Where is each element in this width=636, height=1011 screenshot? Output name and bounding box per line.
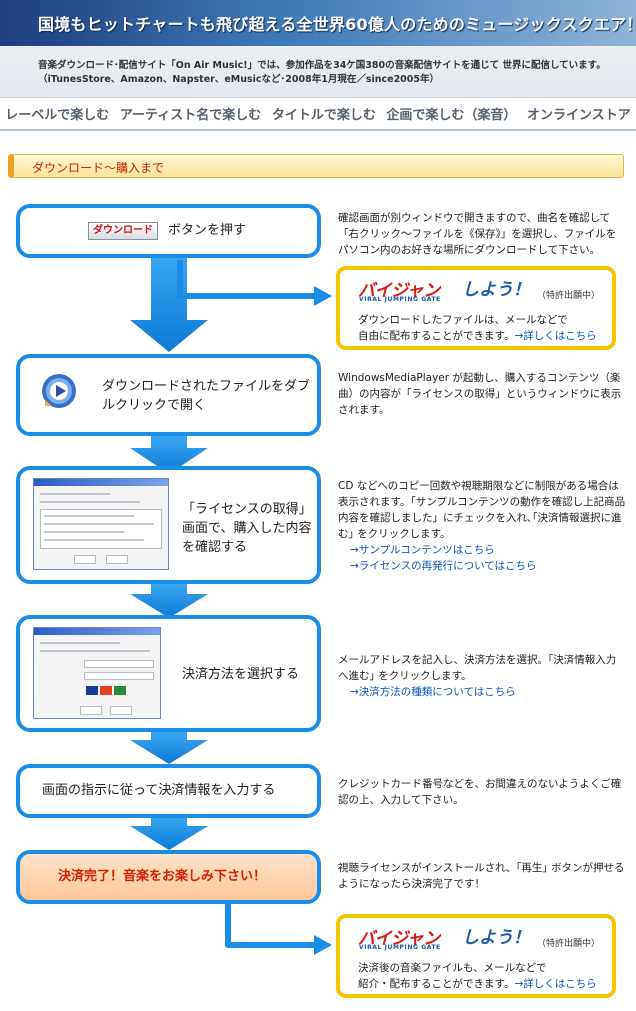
vijan-text-2-line2: 紹介・配布することができます。 [358, 978, 515, 990]
vijan-logo-suffix: しよう！ [462, 928, 530, 948]
vijan-logo-sub: VIRAL JUMPING GATE [359, 296, 441, 303]
vijan-text-2: 決済後の音楽ファイルも、メールなどで 紹介・配布することができます。→詳しくはこ… [358, 960, 597, 992]
banner-title: 国境もヒットチャートも飛び超える全世界60億人のためのミュージックスクエア！ [38, 15, 636, 34]
step-4-desc: メールアドレスを記入し、決済方法を選択。｢決済情報入力へ進む｣ をクリックします… [338, 652, 626, 700]
step-complete: 決済完了！音楽をお楽しみ下さい！ [16, 850, 321, 904]
banner: 国境もヒットチャートも飛び超える全世界60億人のためのミュージックスクエア！ [0, 0, 636, 46]
step-3-desc-text: CD などへのコピー回数や視聴期限などに制限がある場合は表示されます。「サンプル… [338, 480, 626, 540]
branch-arrow-2 [225, 900, 316, 948]
step-2-label: ダウンロードされたファイルをダブルクリックで開く [102, 379, 311, 413]
details-link-2[interactable]: →詳しくはこちら [514, 978, 597, 990]
download-button-image: ダウンロード [88, 222, 158, 240]
branch-arrow-1 [177, 260, 316, 299]
vijan-logo-sub: VIRAL JUMPING GATE [359, 944, 441, 951]
step-enter-payment: 画面の指示に従って決済情報を入力する [16, 764, 321, 818]
down-arrow-3 [130, 584, 208, 618]
step-2-desc: WindowsMediaPlayer が起動し、購入するコンテンツ（楽曲）の内容… [338, 372, 622, 416]
patent-note: （特許出願中） [536, 939, 600, 949]
vijan-callout-1: バイジャン VIRAL JUMPING GATE しよう！ （特許出願中） ダウ… [336, 266, 616, 350]
vijan-logo-main: バイジャン [358, 281, 440, 301]
license-reissue-link[interactable]: →ライセンスの再発行についてはこちら [350, 560, 537, 572]
vijan-logo-main: バイジャン [358, 929, 440, 949]
down-arrow-5 [130, 816, 208, 850]
payment-screenshot [33, 627, 161, 719]
intro-text: 音楽ダウンロード･配信サイト「On Air Music!」では、参加作品を34ケ… [38, 60, 606, 85]
vijan-callout-2: バイジャン VIRAL JUMPING GATE しよう！ （特許出願中） 決済… [336, 914, 616, 998]
nav-item-artist[interactable]: アーティスト名で楽しむ [119, 108, 262, 123]
step-1-desc: 確認画面が別ウィンドウで開きますので、曲名を確認して「右クリック～ファイルを《保… [338, 212, 617, 256]
step-3-desc: CD などへのコピー回数や視聴期限などに制限がある場合は表示されます。「サンプル… [338, 478, 626, 574]
step-4-label: 決済方法を選択する [182, 667, 300, 682]
step-1-label: ボタンを押す [168, 223, 247, 238]
section-title: ダウンロード～購入まで [32, 161, 165, 175]
vijan-logo-suffix: しよう！ [462, 280, 530, 300]
vijan-text-1-line2: 自由に配布することができます。 [358, 330, 515, 342]
step-5-label: 画面の指示に従って決済情報を入力する [42, 783, 276, 798]
payment-types-link[interactable]: →決済方法の種類についてはこちら [350, 686, 516, 698]
step-3-label: 「ライセンスの取得」画面で、購入した内容を確認する [182, 502, 312, 555]
nav-item-title[interactable]: タイトルで楽しむ [271, 108, 376, 123]
down-arrow-2 [130, 436, 208, 474]
nav-item-online-store[interactable]: オンラインストア [526, 108, 631, 123]
vijan-text-1: ダウンロードしたファイルは、メールなどで 自由に配布することができます。→詳しく… [358, 312, 597, 344]
step-5-desc: クレジットカード番号などを、お間違えのないようよくご確認の上、入力して下さい。 [338, 778, 622, 806]
step-download: ボタンを押す [16, 204, 321, 258]
patent-note: （特許出願中） [536, 291, 600, 301]
details-link-1[interactable]: →詳しくはこちら [514, 330, 597, 342]
nav-item-project[interactable]: 企画で楽しむ（楽音） [386, 108, 517, 123]
down-arrow-1 [130, 255, 208, 352]
media-player-icon [42, 374, 76, 408]
step-6-desc: 視聴ライセンスがインストールされ、｢再生｣ ボタンが押せるようになったら決済完了… [338, 862, 625, 890]
step-6-label: 決済完了！音楽をお楽しみ下さい！ [58, 869, 267, 884]
down-arrow-4 [130, 732, 208, 764]
main-nav: レーベルで楽しむ アーティスト名で楽しむ タイトルで楽しむ 企画で楽しむ（楽音）… [0, 101, 636, 131]
section-header: ダウンロード～購入まで [8, 154, 624, 178]
license-screenshot [33, 478, 169, 570]
sample-content-link[interactable]: →サンプルコンテンツはこちら [350, 544, 495, 556]
vijan-text-1-line1: ダウンロードしたファイルは、メールなどで [358, 314, 568, 326]
step-4-desc-text: メールアドレスを記入し、決済方法を選択。｢決済情報入力へ進む｣ をクリックします… [338, 654, 617, 682]
vijan-text-2-line1: 決済後の音楽ファイルも、メールなどで [358, 962, 547, 974]
site-header: 国境もヒットチャートも飛び超える全世界60億人のためのミュージックスクエア！ 音… [0, 0, 636, 98]
nav-item-label[interactable]: レーベルで楽しむ [5, 108, 110, 123]
